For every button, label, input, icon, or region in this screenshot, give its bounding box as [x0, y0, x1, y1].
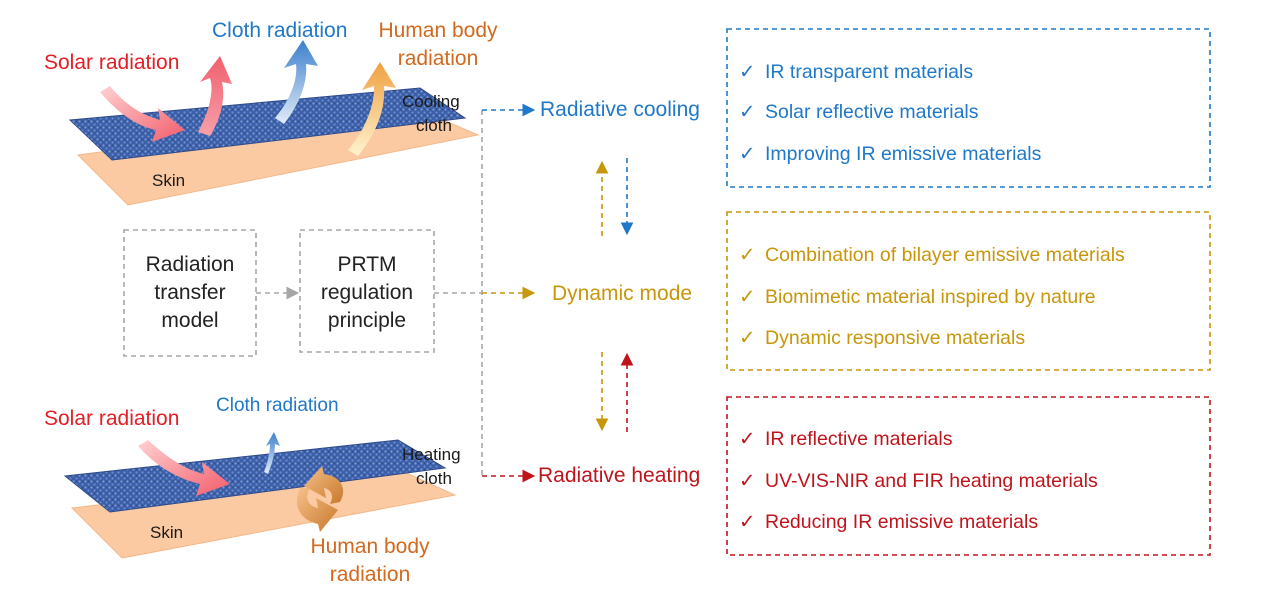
top-cloth-label-2: cloth — [416, 116, 452, 135]
check-icon: ✓ — [739, 143, 756, 165]
top-solar-label: Solar radiation — [44, 51, 180, 74]
prtm-text: PRTM regulation principle — [300, 251, 434, 335]
top-cloth-label-1: Cooling — [402, 92, 460, 111]
top-cloth-rad-arrow — [275, 40, 318, 124]
dynamic-item-text: Combination of bilayer emissive material… — [765, 244, 1125, 266]
radiation-model-box — [123, 229, 257, 357]
bottom-cloth-rad-arrow — [264, 432, 280, 474]
heating-item-text: Reducing IR emissive materials — [765, 511, 1039, 533]
heating-item: ✓ IR reflective materials — [739, 428, 953, 450]
check-icon: ✓ — [739, 61, 756, 83]
bottom-heating-cloth — [63, 439, 447, 513]
dynamic-item: ✓ Biomimetic material inspired by nature — [739, 286, 1096, 308]
cooling-item-text: IR transparent materials — [765, 61, 974, 83]
cooling-item: ✓ IR transparent materials — [739, 61, 974, 83]
dynamic-materials-box — [726, 211, 1211, 371]
cooling-item: ✓ Solar reflective materials — [739, 101, 979, 123]
heating-item: ✓ UV-VIS-NIR and FIR heating materials — [739, 470, 1098, 492]
top-body-rad-label-2: radiation — [397, 47, 479, 70]
heating-item-text: IR reflective materials — [765, 428, 953, 450]
top-solar-in-arrow — [100, 86, 185, 142]
bottom-panel-illustration — [63, 432, 457, 559]
check-icon: ✓ — [739, 511, 756, 533]
check-icon: ✓ — [739, 327, 756, 349]
top-cooling-cloth — [68, 87, 467, 161]
bottom-solar-in-arrow — [138, 440, 230, 496]
radiation-model-line-3: model — [161, 309, 219, 332]
top-panel-illustration — [68, 40, 480, 206]
bottom-body-rad-label-2: radiation — [329, 563, 411, 586]
check-icon: ✓ — [739, 101, 756, 123]
dynamic-item: ✓ Dynamic responsive materials — [739, 327, 1026, 349]
bottom-body-rad-arrow-2 — [304, 466, 344, 504]
dynamic-item: ✓ Combination of bilayer emissive materia… — [739, 244, 1125, 266]
heating-materials-box — [726, 396, 1211, 556]
prtm-box — [299, 229, 435, 353]
dynamic-item-text: Dynamic responsive materials — [765, 327, 1026, 349]
bottom-cloth-label-2: cloth — [416, 469, 452, 488]
flow-connectors — [123, 28, 1211, 556]
heating-item-text: UV-VIS-NIR and FIR heating materials — [765, 470, 1098, 492]
cooling-item-text: Improving IR emissive materials — [765, 143, 1042, 165]
bottom-cloth-label-1: Heating — [402, 445, 461, 464]
radiation-model-text: Radiation transfer model — [124, 251, 256, 335]
top-body-rad-arrow — [348, 62, 396, 156]
check-icon: ✓ — [739, 244, 756, 266]
prtm-line-2: regulation — [320, 281, 414, 304]
top-skin-label: Skin — [152, 171, 186, 190]
bottom-cloth-rad-label: Cloth radiation — [216, 395, 339, 416]
top-cloth-rad-label: Cloth radiation — [212, 19, 348, 42]
top-body-rad-label-1: Human body — [378, 19, 498, 42]
heating-item: ✓ Reducing IR emissive materials — [739, 511, 1039, 533]
radiative-cooling-label: Radiative cooling — [540, 98, 700, 121]
radiation-model-line-1: Radiation — [145, 253, 235, 276]
top-solar-out-arrow — [198, 56, 232, 136]
check-icon: ✓ — [739, 428, 756, 450]
check-icon: ✓ — [739, 286, 756, 308]
dynamic-mode-label: Dynamic mode — [552, 282, 693, 305]
prtm-line-3: principle — [327, 309, 407, 332]
bottom-solar-label: Solar radiation — [44, 407, 180, 430]
check-icon: ✓ — [739, 470, 756, 492]
cooling-item: ✓ Improving IR emissive materials — [739, 143, 1042, 165]
radiative-heating-label: Radiative heating — [538, 464, 701, 487]
dynamic-item-text: Biomimetic material inspired by nature — [765, 286, 1096, 308]
bottom-body-rad-arrow — [296, 488, 338, 532]
cooling-item-text: Solar reflective materials — [765, 101, 979, 123]
cooling-materials-box — [726, 28, 1211, 188]
bottom-skin-label: Skin — [150, 523, 184, 542]
bottom-body-rad-label-1: Human body — [310, 535, 430, 558]
prtm-line-1: PRTM — [337, 253, 397, 276]
radiation-model-line-2: transfer — [154, 281, 226, 304]
